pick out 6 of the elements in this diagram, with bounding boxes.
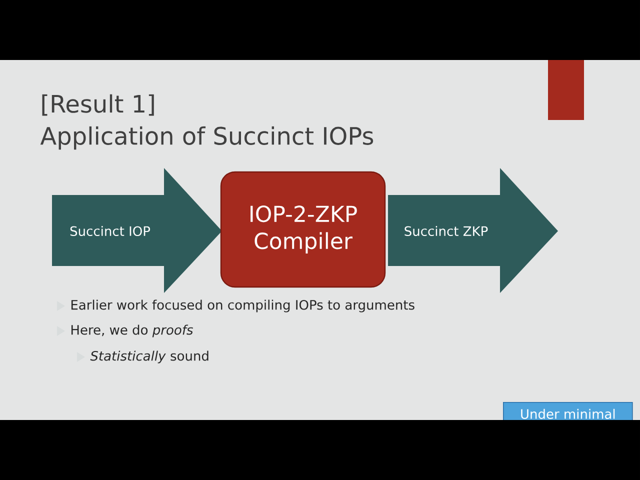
bullet-text: Here, we do proofs [71,324,193,338]
compiler-box: IOP-2-ZKP Compiler [220,171,386,288]
bullet-text: Statistically sound [90,350,208,364]
slide-title: [Result 1] [42,94,154,116]
bullet-text: Earlier work focused on compiling IOPs to arguments [71,300,414,312]
slide-title: Application of Succinct IOPs [40,126,374,150]
